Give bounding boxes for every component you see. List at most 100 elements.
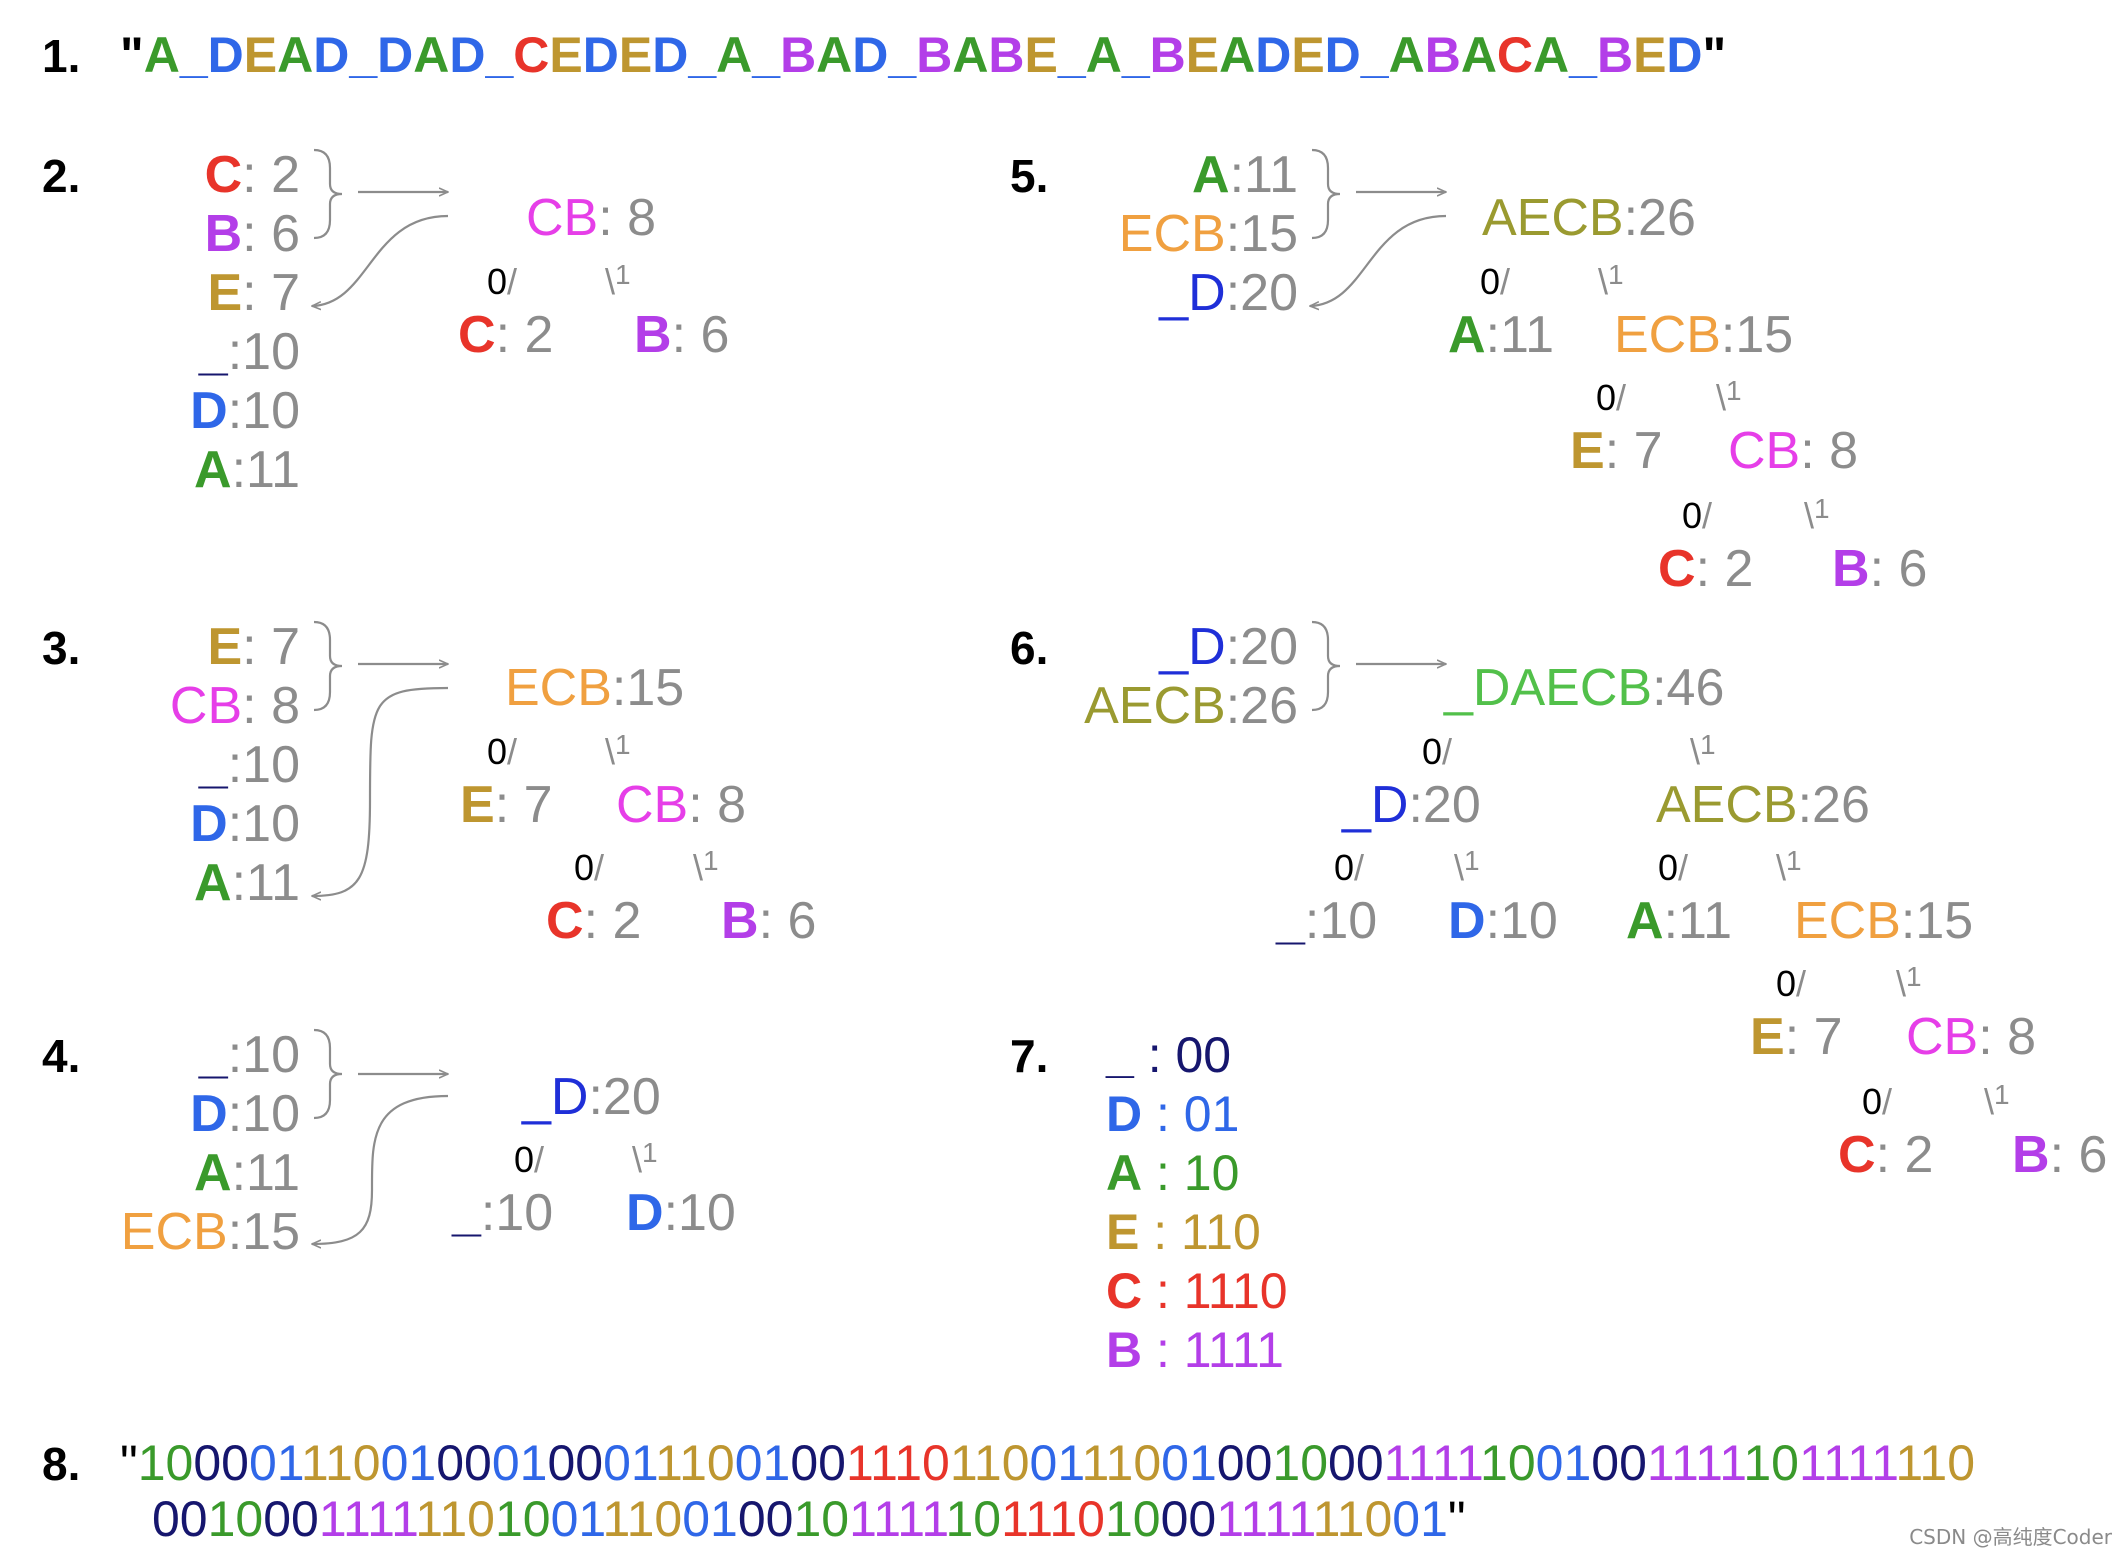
char-c: C xyxy=(1497,27,1533,83)
code-segment: 110 xyxy=(1313,1491,1393,1547)
edge-label-1: \1 xyxy=(1716,375,1742,418)
frequency-list: _:10 D:10 A:11 ECB:15 xyxy=(121,1026,300,1261)
frequency-list: _D:20 AECB:26 xyxy=(1084,618,1298,735)
step-3: E: 7 CB: 8 _:10 D:10 A:11 ECB:15 0/ \1 E… xyxy=(170,618,816,950)
code-segment: 10 xyxy=(793,1491,849,1547)
char-d: D xyxy=(583,27,619,83)
tree-node: A:11 xyxy=(1626,892,1732,950)
char-d: D xyxy=(652,27,688,83)
char-d: D xyxy=(1255,27,1291,83)
code-segment: 1111 xyxy=(849,1491,947,1547)
merge-brace xyxy=(313,148,343,240)
code-segment: 110 xyxy=(655,1435,735,1491)
code-segment: 01 xyxy=(381,1435,437,1491)
char-a: A xyxy=(1389,27,1425,83)
list-item: _:10 xyxy=(198,1026,300,1084)
code-segment: 1111 xyxy=(1384,1435,1482,1491)
char-a: A xyxy=(144,27,180,83)
code-segment: 01 xyxy=(249,1435,303,1491)
char-a: A xyxy=(1219,27,1255,83)
code-segment: 00 xyxy=(790,1435,846,1491)
char-d: D xyxy=(208,27,244,83)
underscore-char: _ xyxy=(484,27,514,83)
code-row: _ : 00 xyxy=(1105,1027,1231,1083)
step-number: 1. xyxy=(42,30,80,82)
list-item: _:10 xyxy=(198,323,300,381)
edge-label-1: \1 xyxy=(693,845,719,888)
edge-label-0: 0/ xyxy=(1862,1081,1892,1122)
char-e: E xyxy=(1186,27,1219,83)
frequency-list: E: 7 CB: 8 _:10 D:10 A:11 xyxy=(170,618,300,912)
underscore-char: _ xyxy=(751,27,781,83)
step-6: _D:20 AECB:26 _DAECB:46 0/ \1 _D:20 AECB… xyxy=(1084,618,2107,1184)
code-segment: 1110 xyxy=(846,1435,950,1491)
tree-node: C: 2 xyxy=(1658,540,1753,598)
code-segment: 00 xyxy=(1161,1491,1217,1547)
tree-node: _:10 xyxy=(451,1184,553,1242)
quote-mark: " xyxy=(120,1435,138,1491)
char-b: B xyxy=(1425,27,1461,83)
step-number: 5. xyxy=(1010,150,1048,202)
list-item: CB: 8 xyxy=(170,677,300,735)
code-segment: 10 xyxy=(1272,1435,1328,1491)
list-item: ECB:15 xyxy=(121,1203,300,1261)
step-number: 8. xyxy=(42,1438,80,1490)
char-d: D xyxy=(1666,27,1702,83)
code-segment: 01 xyxy=(603,1435,657,1491)
char-a: A xyxy=(816,27,852,83)
tree-node: B: 6 xyxy=(1832,540,1927,598)
edge-label-1: \1 xyxy=(1690,729,1716,772)
bitstring-line-2: 0010001111110100111001001011111011101000… xyxy=(152,1491,1466,1547)
char-e: E xyxy=(1291,27,1324,83)
code-segment: 00 xyxy=(193,1435,249,1491)
step-4: _:10 D:10 A:11 ECB:15 _D:20 0/ \1 _:10 D… xyxy=(121,1026,736,1261)
code-row: C : 1110 xyxy=(1106,1263,1288,1319)
tree-node: D:10 xyxy=(626,1184,736,1242)
code-segment: 00 xyxy=(1591,1435,1647,1491)
quote-mark: " xyxy=(1703,27,1727,83)
edge-label-0: 0/ xyxy=(487,261,517,302)
edge-label-1: \1 xyxy=(1984,1079,2010,1122)
code-segment: 10 xyxy=(1743,1435,1799,1491)
tree-node: E: 7 xyxy=(1570,422,1663,480)
underscore-char: _ xyxy=(1057,27,1087,83)
edge-label-0: 0/ xyxy=(1480,261,1510,302)
code-segment: 00 xyxy=(263,1491,319,1547)
reinsert-arrow xyxy=(312,1094,449,1244)
code-segment: 110 xyxy=(301,1435,381,1491)
code-segment: 10 xyxy=(208,1491,264,1547)
code-segment: 10 xyxy=(1105,1491,1161,1547)
list-item: AECB:26 xyxy=(1084,677,1298,735)
underscore-char: _ xyxy=(179,27,209,83)
code-segment: 00 xyxy=(548,1435,604,1491)
step-2: C: 2 B: 6 E: 7 _:10 D:10 A:11 CB: 8 0/ \… xyxy=(190,146,729,499)
reinsert-arrow xyxy=(312,686,449,896)
edge-label-0: 0/ xyxy=(1422,731,1452,772)
char-a: A xyxy=(413,27,449,83)
edge-label-1: \1 xyxy=(1454,845,1480,888)
char-a: A xyxy=(1533,27,1569,83)
edge-label-1: \1 xyxy=(1776,845,1802,888)
char-b: B xyxy=(780,27,816,83)
tree: ECB:15 0/ \1 E: 7 CB: 8 0/ \1 C: 2 B: 6 xyxy=(460,659,816,950)
char-a: A xyxy=(277,27,313,83)
code-segment: 01 xyxy=(1030,1435,1084,1491)
tree-node: E: 7 xyxy=(1750,1008,1843,1066)
char-b: B xyxy=(916,27,952,83)
underscore-char: _ xyxy=(1360,27,1390,83)
code-segment: 01 xyxy=(1161,1435,1217,1491)
char-e: E xyxy=(244,27,277,83)
tree-node: C: 2 xyxy=(458,306,553,364)
quote-mark: " xyxy=(120,27,144,83)
char-d: D xyxy=(449,27,485,83)
code-segment: 01 xyxy=(1536,1435,1592,1491)
underscore-char: _ xyxy=(1568,27,1598,83)
char-a: A xyxy=(1086,27,1122,83)
merge-brace xyxy=(1311,148,1341,240)
code-segment: 00 xyxy=(436,1435,492,1491)
char-a: A xyxy=(1461,27,1497,83)
tree: _D:20 0/ \1 _:10 D:10 xyxy=(451,1068,736,1242)
code-segment: 1111 xyxy=(1216,1491,1314,1547)
underscore-char: _ xyxy=(348,27,378,83)
tree: _DAECB:46 0/ \1 _D:20 AECB:26 0/ \1 0/ \… xyxy=(1275,659,2107,1184)
